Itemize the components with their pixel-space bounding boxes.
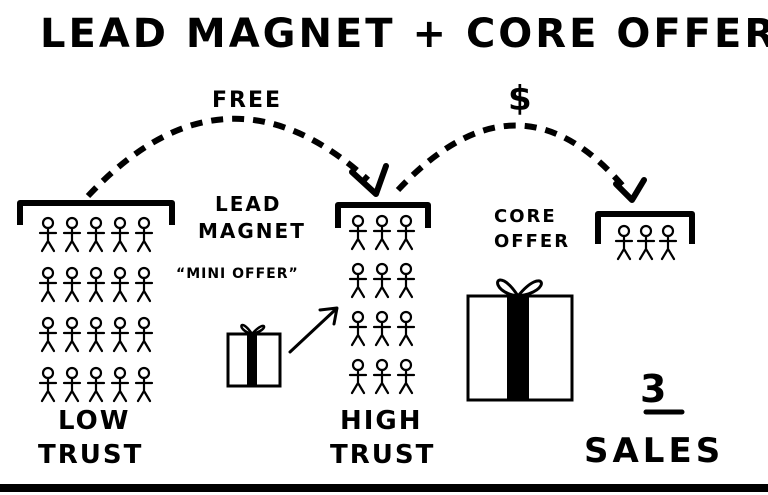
high-trust-person-icon xyxy=(396,358,416,395)
high-trust-bracket xyxy=(335,202,431,228)
upgrade-arrowhead xyxy=(318,306,339,326)
low-trust-person-icon xyxy=(62,216,82,253)
free-arrow-arc xyxy=(85,115,371,199)
diagram-title: Lead Magnet + Core Offer xyxy=(40,11,768,57)
low-trust-person-icon xyxy=(38,366,58,403)
high-trust-label-line2: Trust xyxy=(330,440,436,470)
high-trust-person-icon xyxy=(348,262,368,299)
free-arrowhead xyxy=(349,163,389,197)
low-trust-label-line1: Low xyxy=(58,406,131,436)
small-gift-icon xyxy=(226,323,282,388)
customer-person-icon xyxy=(614,224,634,261)
low-trust-person-icon xyxy=(62,366,82,403)
customer-person-icon xyxy=(658,224,678,261)
low-trust-person-icon xyxy=(134,316,154,353)
high-trust-person-icon xyxy=(348,214,368,251)
high-trust-person-icon xyxy=(348,358,368,395)
low-trust-label-line2: Trust xyxy=(38,440,144,470)
low-trust-person-icon xyxy=(38,266,58,303)
sales-label: Sales xyxy=(584,431,725,471)
low-trust-person-icon xyxy=(86,316,106,353)
low-trust-person-icon xyxy=(86,216,106,253)
high-trust-person-icon xyxy=(396,214,416,251)
high-trust-person-icon xyxy=(372,214,392,251)
lead-magnet-label-line1: Lead xyxy=(215,192,282,216)
sales-bracket xyxy=(595,211,695,244)
low-trust-person-icon xyxy=(62,266,82,303)
high-trust-person-icon xyxy=(396,310,416,347)
high-trust-person-icon xyxy=(372,262,392,299)
low-trust-person-icon xyxy=(110,366,130,403)
low-trust-person-icon xyxy=(110,316,130,353)
high-trust-person-icon xyxy=(372,310,392,347)
customer-person-icon xyxy=(636,224,656,261)
high-trust-person-icon xyxy=(348,310,368,347)
low-trust-person-icon xyxy=(110,216,130,253)
sales-count: 3 xyxy=(640,367,669,411)
low-trust-person-icon xyxy=(38,216,58,253)
upgrade-arrow xyxy=(288,308,337,354)
paid-arrowhead xyxy=(613,177,647,203)
core-offer-label-line1: Core xyxy=(494,206,557,227)
paid-arrow-arc xyxy=(395,122,631,194)
high-trust-person-icon xyxy=(372,358,392,395)
high-trust-person-icon xyxy=(396,262,416,299)
low-trust-person-icon xyxy=(86,366,106,403)
low-trust-person-icon xyxy=(134,266,154,303)
high-trust-label-line1: High xyxy=(340,406,423,436)
people-layer xyxy=(38,214,678,403)
low-trust-person-icon xyxy=(134,366,154,403)
low-trust-person-icon xyxy=(62,316,82,353)
low-trust-person-icon xyxy=(134,216,154,253)
low-trust-person-icon xyxy=(38,316,58,353)
free-label: FREE xyxy=(212,88,283,113)
big-gift-icon xyxy=(466,278,574,402)
lead-magnet-label-line2: Magnet xyxy=(198,219,306,243)
low-trust-bracket xyxy=(17,200,175,225)
low-trust-person-icon xyxy=(110,266,130,303)
price-label: $ xyxy=(508,79,534,119)
mini-offer-caption: “Mini Offer” xyxy=(176,266,299,282)
low-trust-person-icon xyxy=(86,266,106,303)
core-offer-label-line2: Offer xyxy=(494,231,571,252)
